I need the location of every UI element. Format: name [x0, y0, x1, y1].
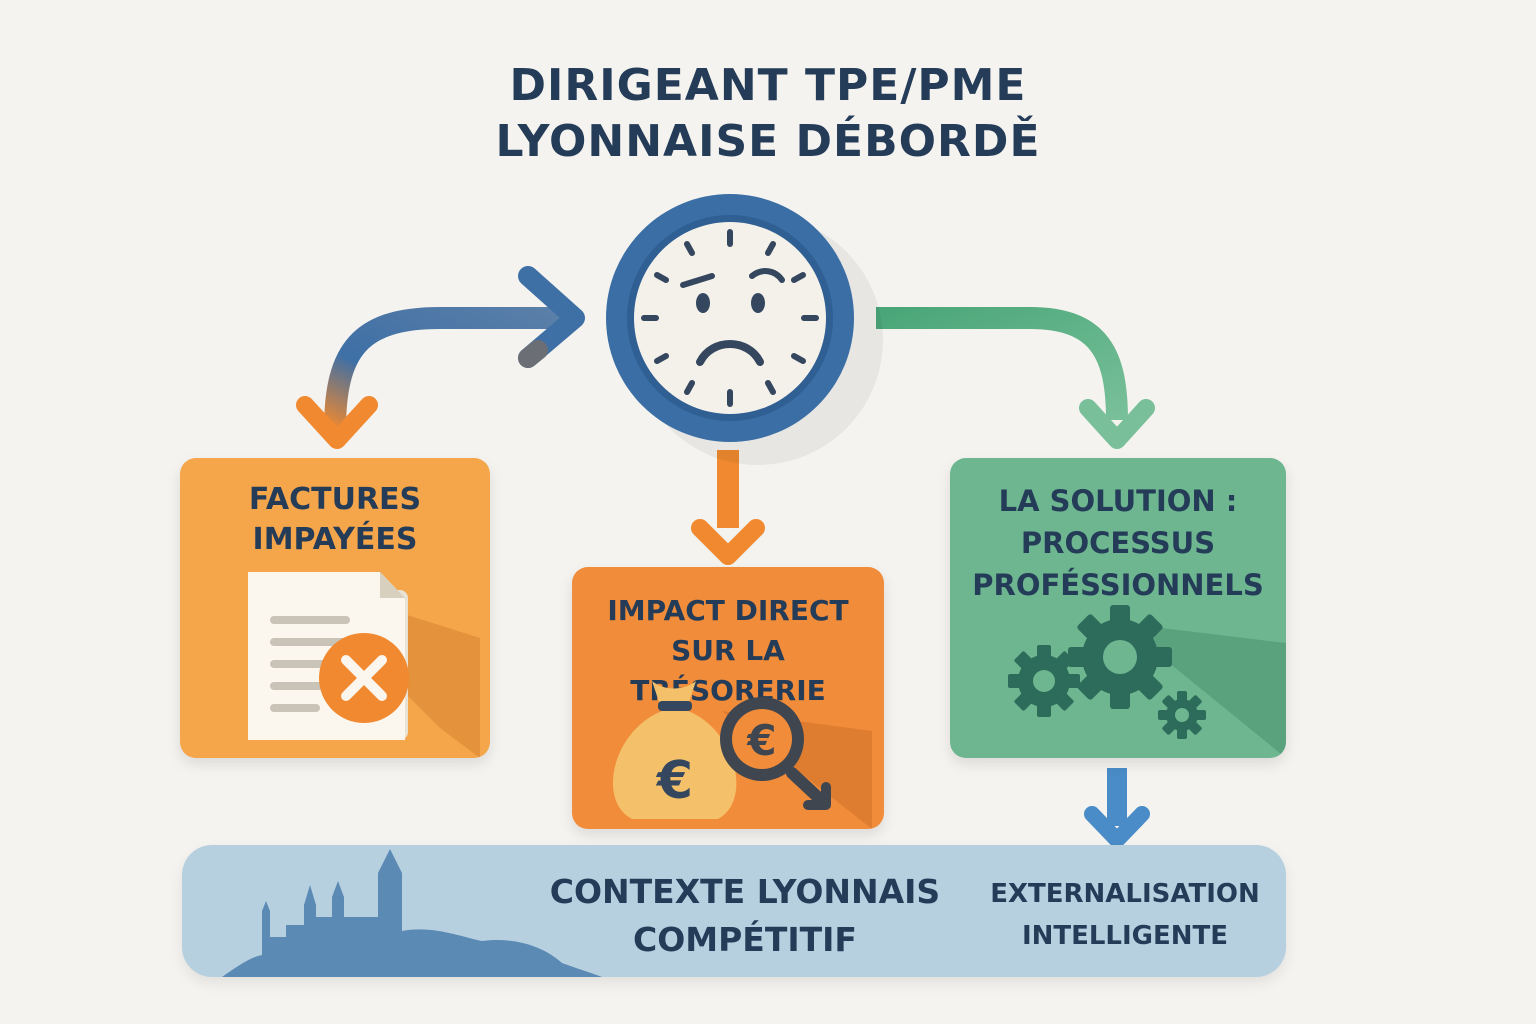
arrow-down-to-factures: [296, 396, 378, 449]
arrow-to-solution: [876, 307, 1155, 449]
band-side-line-1: EXTERNALISATION: [990, 879, 1260, 909]
arrow-to-band: [1084, 768, 1150, 848]
lyon-skyline-icon: [222, 849, 602, 977]
context-band: [182, 845, 1286, 977]
factures-label: FACTURES IMPAYÉES: [180, 480, 490, 560]
svg-text:€: €: [656, 751, 693, 811]
band-main-line-1: CONTEXTE LYONNAIS: [549, 872, 941, 911]
arrow-to-clock: [324, 266, 585, 431]
solution-line-1: LA SOLUTION :: [998, 484, 1238, 518]
arrow-to-impact: [691, 450, 765, 565]
impact-line-2: SUR LA TRÉSORERIE: [630, 634, 826, 707]
band-main-line-2: COMPÉTITIF: [633, 920, 857, 959]
solution-line-2: PROCESSUS: [1020, 526, 1216, 560]
title-line-1: DIRIGEANT TPE/PME: [509, 60, 1027, 111]
band-side-label: EXTERNALISATION INTELLIGENTE: [980, 873, 1270, 957]
euro-decline-icon: €: [720, 697, 831, 810]
gears-icon: [1008, 605, 1286, 758]
solution-label: LA SOLUTION : PROCESSUS PROFÉSSIONNELS: [950, 480, 1286, 606]
impact-line-1: IMPACT DIRECT: [607, 594, 849, 627]
title-line-2: LYONNAISE DÉBORDĚ: [495, 116, 1041, 167]
band-side-line-2: INTELLIGENTE: [1021, 921, 1229, 951]
impact-label: IMPACT DIRECT SUR LA TRÉSORERIE: [572, 591, 884, 711]
unpaid-invoice-icon: [248, 572, 480, 758]
card-impact-tresorerie: IMPACT DIRECT SUR LA TRÉSORERIE € €: [572, 567, 884, 829]
svg-text:€: €: [746, 716, 776, 765]
card-factures-impayees: FACTURES IMPAYÉES: [180, 458, 490, 758]
page-title: DIRIGEANT TPE/PME LYONNAISE DÉBORDĚ: [0, 58, 1536, 170]
worried-clock-icon: [606, 194, 883, 465]
card-solution: LA SOLUTION : PROCESSUS PROFÉSSIONNELS: [950, 458, 1286, 758]
factures-line-2: IMPAYÉES: [252, 522, 418, 557]
band-main-label: CONTEXTE LYONNAIS COMPÉTITIF: [540, 868, 950, 964]
solution-line-3: PROFÉSSIONNELS: [972, 568, 1264, 602]
factures-line-1: FACTURES: [248, 482, 422, 517]
